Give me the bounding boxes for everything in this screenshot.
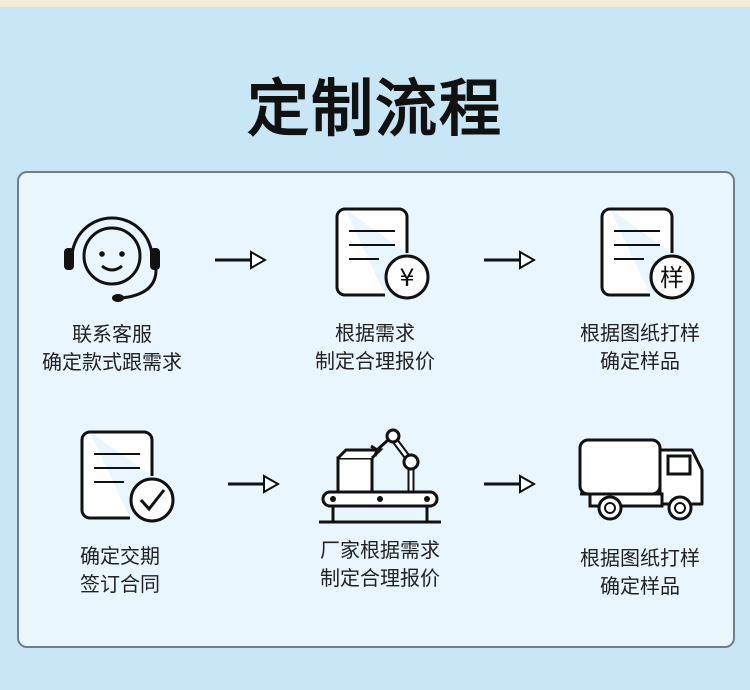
headset-face-icon — [64, 216, 160, 302]
step-quote: ¥ 根据需求 制定合理报价 — [275, 205, 475, 375]
truck-icon — [578, 438, 704, 521]
step-label-line1: 厂家根据需求 — [320, 538, 440, 562]
document-sample-icon: 样 — [600, 207, 695, 300]
arrow-right-icon — [215, 250, 267, 270]
step-label-line1: 根据图纸打样 — [580, 321, 700, 345]
arrow-right-icon — [484, 474, 536, 494]
robot-arm-conveyor-icon — [319, 428, 441, 524]
document-yen-icon: ¥ — [335, 207, 430, 300]
arrow-right-icon — [228, 474, 280, 494]
document-badge: 样 — [660, 264, 684, 292]
step-delivery: 根据图纸打样 确定样品 — [540, 430, 740, 600]
step-contract: 确定交期 签订合同 — [20, 428, 220, 598]
step-label-line1: 确定交期 — [80, 544, 160, 568]
step-label-line2: 确定款式跟需求 — [42, 350, 182, 374]
step-contact-service: 联系客服 确定款式跟需求 — [12, 210, 212, 376]
step-label-line2: 确定样品 — [600, 574, 680, 598]
step-label-line1: 根据需求 — [335, 321, 415, 345]
step-label-line1: 联系客服 — [72, 322, 152, 346]
arrow-right-icon — [484, 250, 536, 270]
step-factory-quote: 厂家根据需求 制定合理报价 — [280, 418, 480, 592]
step-label-line2: 确定样品 — [600, 349, 680, 373]
step-label-line2: 制定合理报价 — [320, 566, 440, 590]
document-check-icon — [80, 430, 175, 523]
step-label-line1: 根据图纸打样 — [580, 546, 700, 570]
document-badge: ¥ — [399, 264, 414, 292]
step-sample: 样 根据图纸打样 确定样品 — [540, 205, 740, 375]
top-strip — [0, 0, 750, 7]
step-label-line2: 签订合同 — [80, 572, 160, 596]
page-title: 定制流程 — [246, 72, 503, 145]
step-label-line2: 制定合理报价 — [315, 349, 435, 373]
